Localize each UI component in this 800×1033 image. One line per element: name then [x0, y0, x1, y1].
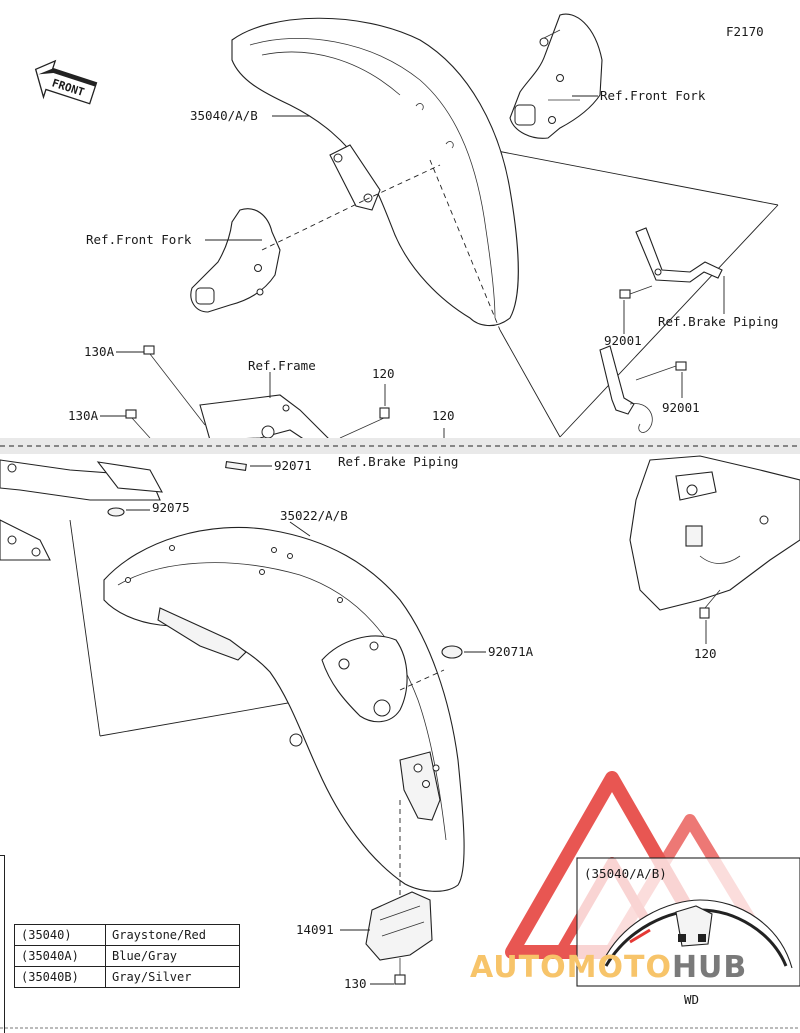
bolt-120-c: [699, 589, 721, 619]
legend-row: (35040) Graystone/Red: [14, 924, 240, 946]
rear-frame: [199, 394, 331, 451]
part-92075: [107, 507, 125, 517]
rear-fender: [103, 526, 465, 892]
bolt-120-a: [339, 407, 390, 439]
callout-front-fender: 35040/A/B: [190, 108, 258, 123]
part-92071: [225, 461, 247, 471]
callout-92071: 92071: [274, 458, 312, 473]
callout-120-c: 120: [694, 646, 717, 661]
legend-code: (35040B): [14, 966, 106, 988]
callout-ref-frame: Ref.Frame: [248, 358, 316, 373]
front-fork-right: [509, 13, 603, 139]
bolt-130a-b: [125, 409, 151, 439]
inset-box: (35040/A/B): [576, 857, 800, 987]
callout-92001-b: 92001: [662, 400, 700, 415]
bolt-130a-a: [143, 345, 206, 426]
callout-14091: 14091: [296, 922, 334, 937]
callout-ref-front-fork-left: Ref.Front Fork: [86, 232, 192, 247]
front-arrow-icon: FRONT: [34, 59, 98, 105]
callout-120-b: 120: [432, 408, 455, 423]
front-fork-left: [190, 208, 281, 313]
watermark-auto: AUTO: [470, 950, 567, 985]
legend-color: Gray/Silver: [105, 966, 240, 988]
part-14091: [365, 891, 433, 961]
callout-92001-a: 92001: [604, 333, 642, 348]
callout-130a-a: 130A: [84, 344, 115, 359]
callout-120-a: 120: [372, 366, 395, 381]
part-92071a: [441, 645, 463, 659]
legend-code: (35040A): [14, 945, 106, 967]
bolt-130: [394, 958, 406, 985]
callout-ref-brake-piping-upper: Ref.Brake Piping: [658, 314, 778, 329]
bolt-92001-a: [619, 285, 653, 299]
brake-piping-bracket-upper: [635, 227, 723, 283]
swingarm-left: [0, 459, 163, 561]
color-legend-table: (35040) Graystone/Red (35040A) Blue/Gray…: [14, 924, 240, 988]
legend-code: (35040): [14, 924, 106, 946]
legend-frame-edge: [0, 855, 5, 1033]
watermark-text: AUTOMOTOHUB: [470, 950, 747, 985]
legend-row: (35040B) Gray/Silver: [14, 966, 240, 988]
diagram-code: F2170: [726, 24, 764, 39]
callout-ref-front-fork-right: Ref.Front Fork: [600, 88, 706, 103]
inset-title: (35040/A/B): [584, 866, 667, 881]
rear-subframe-right: [629, 455, 800, 611]
callout-ref-brake-piping-lower: Ref.Brake Piping: [338, 454, 458, 469]
callout-92071a: 92071A: [488, 644, 534, 659]
callout-92075: 92075: [152, 500, 190, 515]
legend-color: Graystone/Red: [105, 924, 240, 946]
brake-piping-bracket-lower: [599, 345, 653, 433]
front-fender: [231, 17, 519, 327]
callout-130: 130: [344, 976, 367, 991]
bolt-92001-b: [635, 361, 687, 381]
inset-label: WD: [684, 992, 699, 1007]
watermark-hub: HUB: [671, 950, 748, 985]
callout-130a-b: 130A: [68, 408, 99, 423]
callout-rear-fender: 35022/A/B: [280, 508, 348, 523]
legend-row: (35040A) Blue/Gray: [14, 945, 240, 967]
legend-color: Blue/Gray: [105, 945, 240, 967]
watermark-moto: MOTO: [566, 950, 672, 985]
